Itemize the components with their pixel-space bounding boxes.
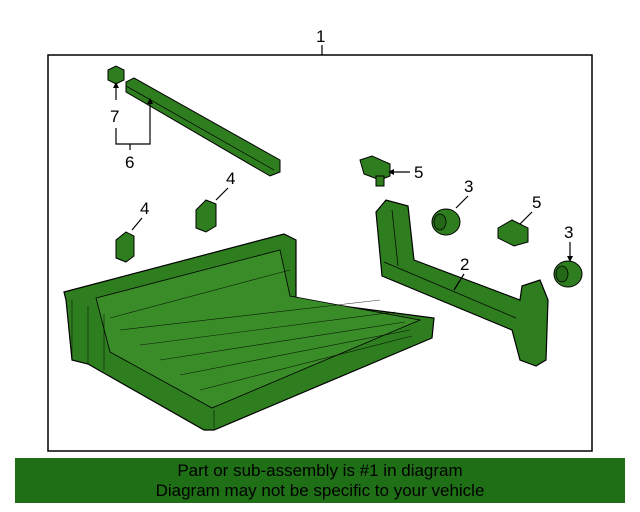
- callout-4-right: 4: [226, 169, 235, 188]
- callout-3-left: 3: [464, 177, 473, 196]
- hinge-part-right: [497, 219, 529, 247]
- bed-rail-part: [125, 77, 281, 177]
- callout-1: 1: [316, 27, 325, 46]
- callout-5-right: 5: [532, 193, 541, 212]
- callout-5-top: 5: [414, 163, 423, 182]
- bracket-part-left: [115, 231, 135, 263]
- hinge-part-top: [359, 155, 391, 181]
- bushing-part-right: [553, 260, 583, 288]
- bushing-part-left: [431, 208, 461, 236]
- callout-6: 6: [125, 153, 134, 172]
- callout-6-bracket: [115, 110, 151, 145]
- crossmember-part: [375, 199, 549, 367]
- callout-4-left: 4: [140, 199, 149, 218]
- disclaimer-line-1: Part or sub-assembly is #1 in diagram: [177, 461, 463, 480]
- callout-2: 2: [460, 255, 469, 274]
- diagram-frame: [47, 54, 593, 452]
- bracket-part-right: [195, 199, 217, 233]
- rail-cap-part: [107, 65, 125, 85]
- callout-7: 7: [110, 107, 119, 126]
- disclaimer-banner: Part or sub-assembly is #1 in diagram Di…: [15, 458, 625, 503]
- callout-3-right: 3: [564, 223, 573, 242]
- disclaimer-line-2: Diagram may not be specific to your vehi…: [155, 481, 485, 500]
